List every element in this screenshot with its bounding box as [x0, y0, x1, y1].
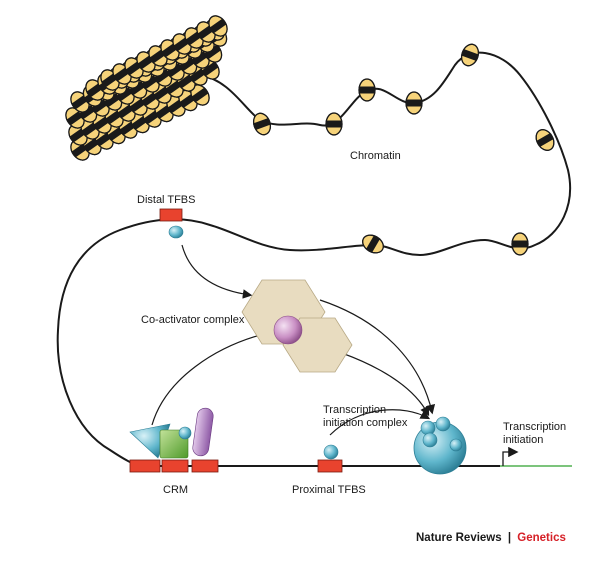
journal-separator: | [508, 532, 511, 544]
transcription-start-arrow [502, 446, 519, 466]
transcription-initiation-label-line1: Transcription [503, 421, 566, 433]
condensed-chromatin [61, 11, 232, 165]
arrow-proximal-to-initiation [329, 409, 431, 436]
journal-name: Nature Reviews [416, 532, 502, 544]
proximal-tfbs-box [317, 459, 343, 473]
nucleosome [358, 78, 376, 102]
arrow-crm-to-coactivator [151, 328, 275, 426]
distal-tfbs-label: Distal TFBS [137, 194, 195, 206]
initiation-complex [413, 416, 467, 475]
initiation-complex-label-line2: initiation complex [323, 417, 408, 429]
distal-tfbs-box [159, 208, 183, 222]
initiation-complex-label-line1: Transcription [323, 404, 386, 416]
proximal-tfbs-label: Proximal TFBS [292, 484, 366, 496]
proximal-tf-blob [323, 444, 339, 460]
chromatin-label: Chromatin [350, 150, 401, 162]
nucleosome [325, 112, 343, 136]
nucleosome [458, 41, 482, 69]
coactivator-complex [241, 279, 353, 373]
journal-section: Genetics [517, 532, 566, 544]
arrow-distal-to-coactivator [181, 244, 253, 299]
crm-pill-factor [192, 407, 214, 457]
nucleosome [358, 230, 388, 258]
nucleosome [405, 91, 423, 115]
coactivator-complex-label: Co-activator complex [141, 314, 245, 326]
crm [129, 407, 219, 473]
distal-tf-blob [168, 225, 184, 239]
transcription-initiation-label-line2: initiation [503, 434, 543, 446]
crm-label: CRM [163, 484, 188, 496]
nucleosomes [250, 41, 559, 258]
arrow-coactivator-to-initiation-1 [319, 299, 436, 415]
nucleosome [511, 232, 529, 256]
journal-credit: Nature Reviews | Genetics [416, 532, 566, 544]
